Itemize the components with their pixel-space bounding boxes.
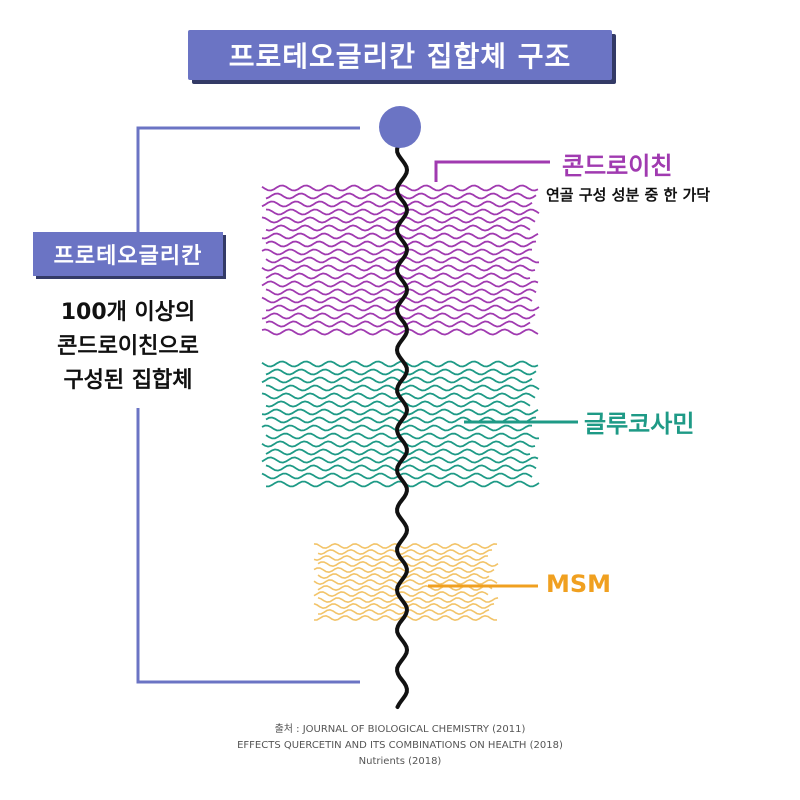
chondroitin-strand [265, 192, 537, 200]
source-line: 출처 : JOURNAL OF BIOLOGICAL CHEMISTRY (20… [274, 724, 526, 735]
proteoglycan-description-line: 100개 이상의 [60, 300, 196, 325]
chondroitin-description: 연골 구성 성분 중 한 가닥 [546, 186, 711, 204]
chondroitin-strand [266, 304, 540, 312]
glucosamine-strand [261, 440, 536, 448]
msm-strand [313, 590, 489, 598]
proteoglycan-description-line: 구성된 집합체 [63, 368, 193, 393]
chondroitin-strand [261, 328, 539, 336]
chondroitin-strand [261, 296, 533, 304]
chondroitin-strand [261, 200, 533, 208]
glucosamine-strand [265, 448, 531, 456]
sources-footnote: 출처 : JOURNAL OF BIOLOGICAL CHEMISTRY (20… [0, 722, 800, 770]
glucosamine-label: 글루코사민 [584, 410, 695, 438]
chondroitin-strand [261, 280, 539, 288]
chondroitin-strand [265, 288, 537, 296]
proteoglycan-label: 프로테오글리칸 [53, 244, 203, 269]
msm-strand [313, 542, 498, 550]
glucosamine-strand [265, 432, 540, 440]
proteoglycan-description-line: 콘드로이친으로 [57, 334, 199, 359]
msm-strand [313, 566, 495, 574]
proteoglycan-bracket-bottom [136, 408, 360, 684]
chondroitin-strand [261, 216, 536, 224]
msm-label: MSM [546, 570, 612, 598]
page-title: 프로테오글리칸 집합체 구조 [228, 40, 572, 73]
glucosamine-strand [261, 408, 539, 416]
chondroitin-strand [265, 208, 540, 216]
msm-strand [317, 548, 493, 556]
glucosamine-strand [265, 368, 537, 376]
hyaluronic-head-node [379, 106, 421, 148]
glucosamine-strand [265, 400, 531, 408]
msm-strand [317, 596, 499, 604]
proteoglycan-description: 100개 이상의 콘드로이친으로 구성된 집합체 [20, 296, 236, 398]
glucosamine-strands [261, 360, 540, 488]
source-line: Nutrients (2018) [358, 756, 442, 767]
chondroitin-strand [265, 320, 531, 328]
proteoglycan-label-box: 프로테오글리칸 [33, 232, 223, 276]
glucosamine-strand [261, 360, 539, 368]
msm-strand [313, 602, 495, 610]
msm-strand [318, 608, 490, 616]
glucosamine-strand [261, 472, 533, 480]
title-banner: 프로테오글리칸 집합체 구조 [188, 30, 612, 80]
protein-backbone [394, 144, 410, 709]
chondroitin-strand [265, 240, 537, 248]
chondroitin-label: 콘드로이친 [562, 152, 673, 180]
msm-strand [313, 578, 498, 586]
proteoglycan-bracket-top [136, 126, 360, 232]
source-line: EFFECTS QUERCETIN AND ITS COMBINATIONS O… [237, 740, 563, 751]
glucosamine-strand [265, 464, 537, 472]
glucosamine-strand [261, 376, 533, 384]
chondroitin-strand [261, 248, 533, 256]
msm-strand [317, 560, 499, 568]
chondroitin-pointer [434, 160, 550, 182]
glucosamine-strand [265, 384, 540, 392]
